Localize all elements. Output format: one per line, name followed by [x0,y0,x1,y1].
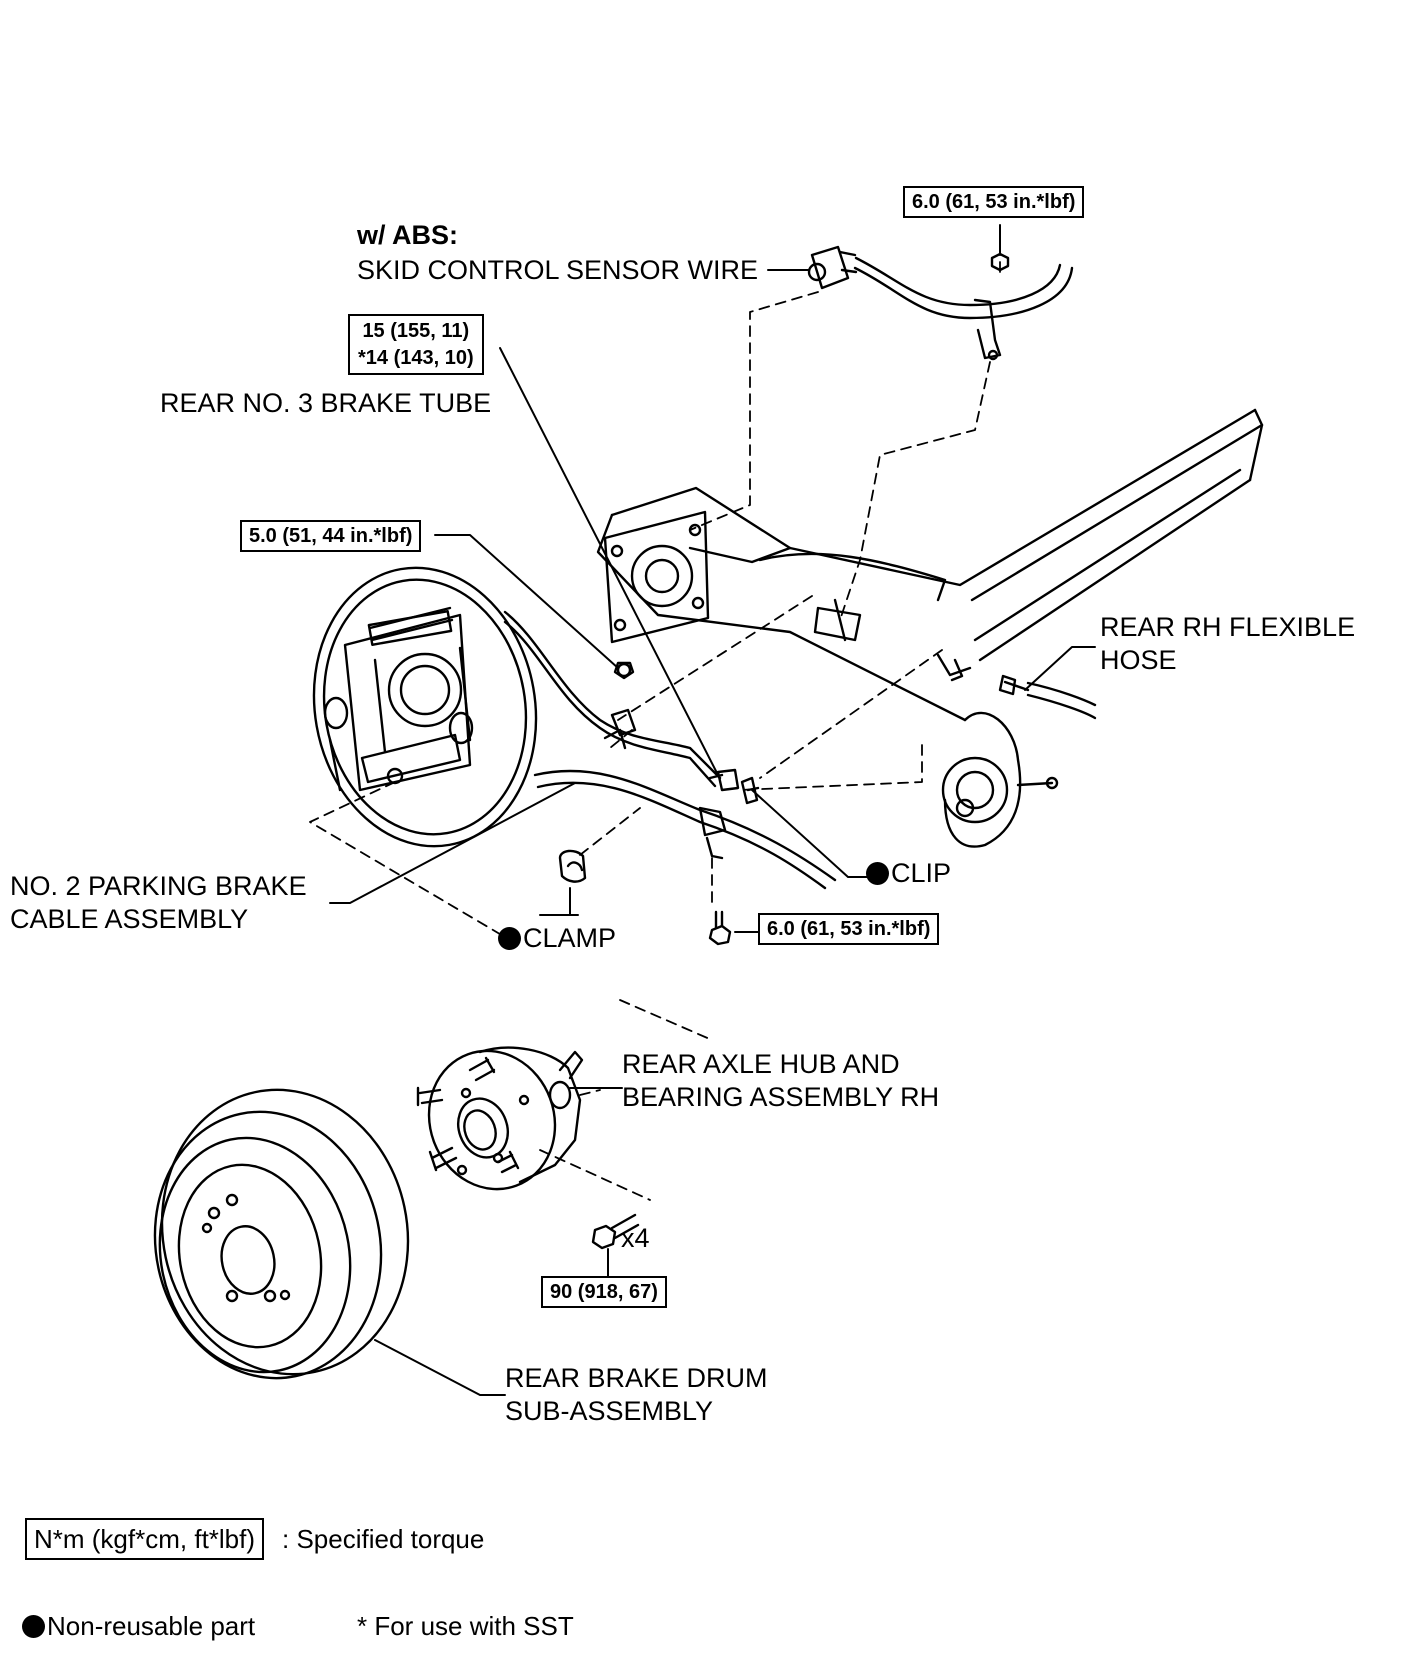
torque-hub-bolt: 90 (918, 67) [541,1276,667,1308]
flex-hose-label-line1: REAR RH FLEXIBLE [1100,612,1356,642]
brake-backing-plate [312,566,538,848]
legend-torque-desc: : Specified torque [282,1524,485,1554]
torque-brake-tube-sst: *14 (143, 10) [358,347,474,369]
flexible-hose [950,658,1097,720]
drum-label-line1: REAR BRAKE DRUM [505,1363,768,1393]
torque-cable-bolt: 6.0 (61, 53 in.*lbf) [758,913,940,945]
hub-label-line1: REAR AXLE HUB AND [622,1049,900,1079]
rear-axle-hub [416,1046,640,1250]
hub-label-line2: BEARING ASSEMBLY RH [622,1082,940,1112]
torque-bracket-bolt: 5.0 (51, 44 in.*lbf) [240,520,422,552]
legend-non-reusable-text: Non-reusable part [47,1611,256,1641]
abs-header: w/ ABS: [357,220,458,250]
assembly-guide-lines [309,261,1001,1201]
parking-cable-label-line1: NO. 2 PARKING BRAKE [10,871,307,901]
clip-label-text: CLIP [891,858,952,888]
brake-tube [503,610,740,792]
legend-torque-units: N*m (kgf*cm, ft*lbf) [25,1518,265,1560]
torque-brake-tube: 15 (155, 11) *14 (143, 10) [348,314,484,375]
parking-cable-label-line2: CABLE ASSEMBLY [10,904,249,934]
skid-sensor-wire-label: SKID CONTROL SENSOR WIRE [357,255,759,285]
clamp-part [558,849,587,883]
clip-part [740,776,760,805]
non-reusable-dot-icon [22,1615,45,1638]
skid-sensor [807,245,1074,361]
parking-brake-cable [533,769,837,946]
clamp-label-text: CLAMP [523,923,617,953]
non-reusable-dot-icon [498,927,521,950]
clamp-label: CLAMP [498,922,616,955]
brake-tube-label: REAR NO. 3 BRAKE TUBE [160,388,492,418]
drum-label-line2: SUB-ASSEMBLY [505,1396,714,1426]
non-reusable-dot-icon [866,862,889,885]
legend-non-reusable: Non-reusable part [22,1610,255,1643]
bolt-quantity: x4 [621,1223,650,1253]
torque-brake-tube-std: 15 (155, 11) [362,320,470,342]
legend-sst-note: * For use with SST [357,1611,574,1641]
leader-lines [329,224,1096,1396]
torque-sensor-bolt: 6.0 (61, 53 in.*lbf) [903,186,1085,218]
flex-hose-label-line2: HOSE [1100,645,1177,675]
rear-axle-beam [596,408,1264,848]
brake-drum [153,1088,410,1380]
clip-label: CLIP [866,857,951,890]
